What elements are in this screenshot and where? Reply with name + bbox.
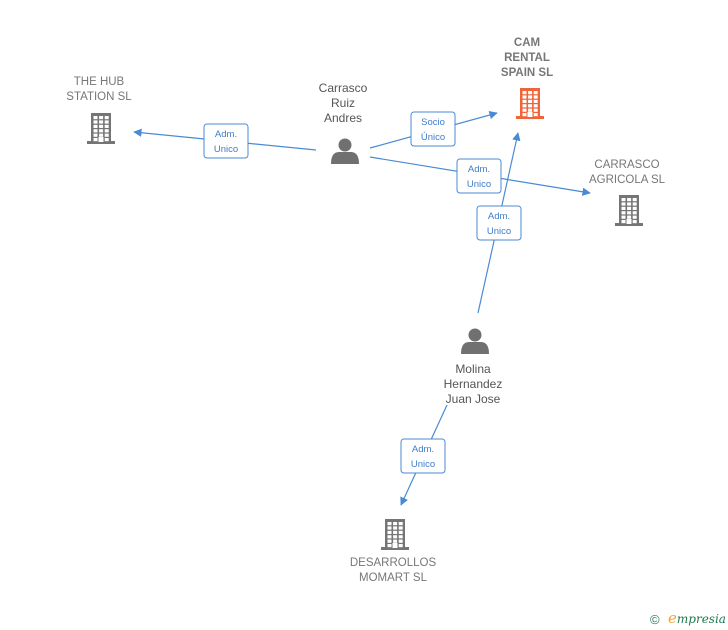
edge-carrasco_p-the_hub: Adm. Unico xyxy=(133,123,317,159)
brand-rest: mpresia xyxy=(677,612,726,626)
edge-carrasco_p-carrasco_ag: Adm. Unico xyxy=(369,156,591,196)
edge-label-text: Unico xyxy=(411,459,435,470)
edge-label-box[interactable] xyxy=(476,205,522,241)
edge-label-box[interactable] xyxy=(203,123,249,159)
edge-label-box[interactable] xyxy=(410,111,456,147)
footer: © empresia xyxy=(650,609,726,627)
node-cam-rental[interactable]: CAM RENTAL SPAIN SL xyxy=(501,37,553,119)
node-carrasco-ag[interactable]: CARRASCO AGRICOLA SL xyxy=(589,159,666,226)
node-label: Ruiz xyxy=(331,96,355,110)
brand-initial: e xyxy=(668,609,677,627)
node-label: STATION SL xyxy=(66,91,132,103)
building-icon xyxy=(87,113,115,144)
node-label: Juan Jose xyxy=(446,392,501,406)
edge-label-text: Socio xyxy=(421,117,445,128)
node-label: CAM xyxy=(514,37,540,49)
edge-molina_p-cam_rental: Adm. Unico xyxy=(476,132,522,314)
building-icon xyxy=(516,88,544,119)
node-label: Carrasco xyxy=(319,81,368,95)
edge-molina_p-desarrollos: Adm. Unico xyxy=(400,404,448,506)
edge-label-text: Adm. xyxy=(468,164,490,175)
node-label: DESARROLLOS xyxy=(350,557,437,569)
edge-label-text: Unico xyxy=(467,179,491,190)
edge-label-text: Unico xyxy=(487,226,511,237)
node-label: Molina xyxy=(455,362,491,376)
building-icon xyxy=(615,195,643,226)
edge-label-text: Unico xyxy=(214,144,238,155)
node-label: SPAIN SL xyxy=(501,67,553,79)
node-label: Andres xyxy=(324,111,362,125)
node-label: MOMART SL xyxy=(359,572,428,584)
edge-label-text: Único xyxy=(421,132,445,143)
person-icon xyxy=(461,328,489,354)
edge-label-text: Adm. xyxy=(412,444,434,455)
node-label: Hernandez xyxy=(444,377,503,391)
edge-label-text: Adm. xyxy=(215,129,237,140)
nodes-layer: CAM RENTAL SPAIN SL THE HUB STATION SL CARRAS… xyxy=(66,37,665,584)
node-label: THE HUB xyxy=(74,76,125,88)
node-label: AGRICOLA SL xyxy=(589,174,666,186)
brand-logo: empresia xyxy=(668,609,726,627)
node-label: CARRASCO xyxy=(594,159,659,171)
edge-label-box[interactable] xyxy=(456,158,502,194)
person-icon xyxy=(331,138,359,164)
edge-label-box[interactable] xyxy=(400,438,446,474)
node-desarrollos[interactable]: DESARROLLOS MOMART SL xyxy=(350,519,437,584)
edge-label-text: Adm. xyxy=(488,211,510,222)
building-icon xyxy=(381,519,409,550)
copyright-symbol: © xyxy=(650,612,660,627)
node-label: RENTAL xyxy=(504,52,550,64)
edges-layer: Adm.UnicoSocioÚnicoAdm.UnicoAdm.UnicoAdm… xyxy=(133,110,591,506)
node-the-hub[interactable]: THE HUB STATION SL xyxy=(66,76,132,144)
